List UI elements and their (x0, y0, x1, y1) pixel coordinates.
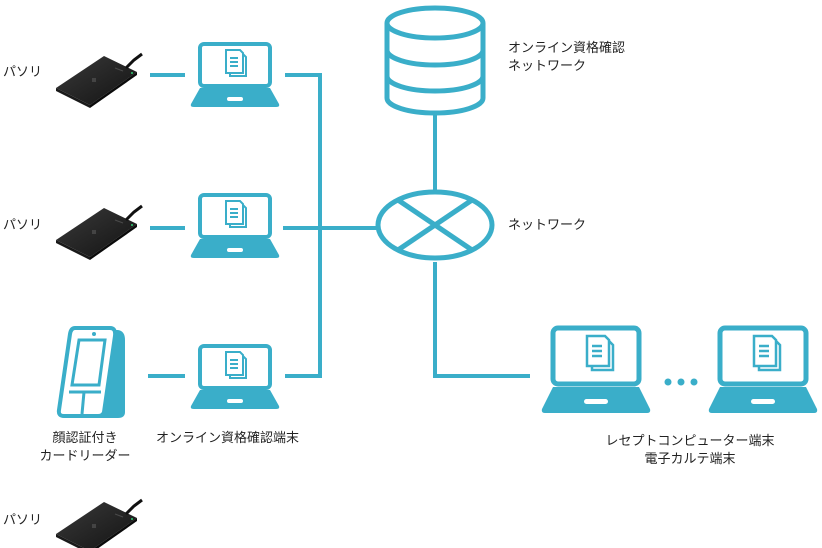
pasori-card-reader-icon (54, 204, 144, 262)
ellipsis-icon (664, 378, 698, 386)
link-hub-receipt (433, 262, 530, 378)
network-router-icon (375, 189, 495, 261)
face-reader-label-line1: 顔認証付き (52, 431, 118, 446)
receipt-terminal-label-line2: 電子カルテ端末 (644, 452, 736, 467)
receipt-terminal-label-line1: レセプトコンピューター端末 (605, 434, 775, 449)
face-reader-label: 顔認証付き カードリーダー (25, 430, 145, 466)
link-terminals-bus (285, 73, 322, 378)
receipt-terminal-label: レセプトコンピューター端末 電子カルテ端末 (580, 433, 800, 469)
connection-lines (148, 73, 530, 378)
online-network-label: オンライン資格確認 ネットワーク (508, 40, 625, 76)
online-network-label-line1: オンライン資格確認 (508, 41, 626, 56)
online-terminal-label: オンライン資格確認端末 (156, 431, 300, 446)
pasori-card-reader-icon (54, 52, 144, 110)
face-reader-label-line2: カードリーダー (39, 449, 131, 464)
network-label: ネットワーク (508, 218, 587, 233)
laptop-document-icon (709, 328, 817, 413)
laptop-document-icon (188, 193, 282, 260)
online-network-label-line2: ネットワーク (508, 59, 587, 74)
pasori-card-reader-icon (54, 498, 144, 548)
pasori-label: パソリ (3, 218, 43, 233)
database-icon (384, 5, 486, 116)
laptop-document-icon (542, 328, 650, 413)
pasori-label: パソリ (3, 65, 43, 80)
pasori-label: パソリ (3, 513, 43, 528)
laptop-document-icon (188, 344, 282, 411)
laptop-document-icon (188, 42, 282, 109)
face-recognition-kiosk-icon (56, 326, 125, 418)
